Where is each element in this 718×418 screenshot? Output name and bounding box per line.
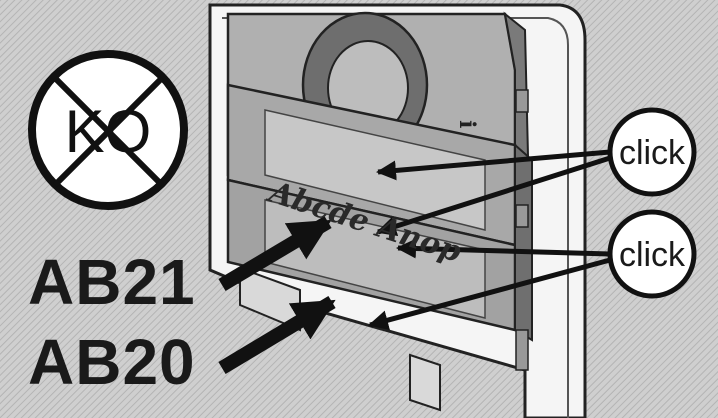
click-arrow-bottom-2	[368, 257, 611, 330]
click-label-top: click	[618, 134, 686, 172]
bottom-connector	[409, 353, 441, 412]
click-arrow-top-1	[376, 149, 611, 181]
side-clip-bottom	[515, 329, 529, 371]
upper-button-label-strip	[264, 109, 486, 231]
mounting-frame-inner	[222, 17, 569, 418]
code-label-ab21: AB21	[28, 246, 196, 318]
forbidden-cross-b	[52, 75, 165, 188]
click-arrow-bottom-1	[396, 238, 611, 259]
side-clip-mid	[515, 204, 529, 228]
code-label-ab20: AB20	[28, 326, 196, 398]
forbidden-symbol: KO	[28, 50, 188, 210]
code-arrow-top	[218, 215, 332, 292]
click-arrow-top-2	[376, 155, 611, 237]
side-clip-top	[515, 89, 529, 113]
click-label-bottom: click	[618, 236, 686, 274]
code-arrow-bottom	[218, 295, 336, 375]
button-side-face	[514, 142, 533, 342]
